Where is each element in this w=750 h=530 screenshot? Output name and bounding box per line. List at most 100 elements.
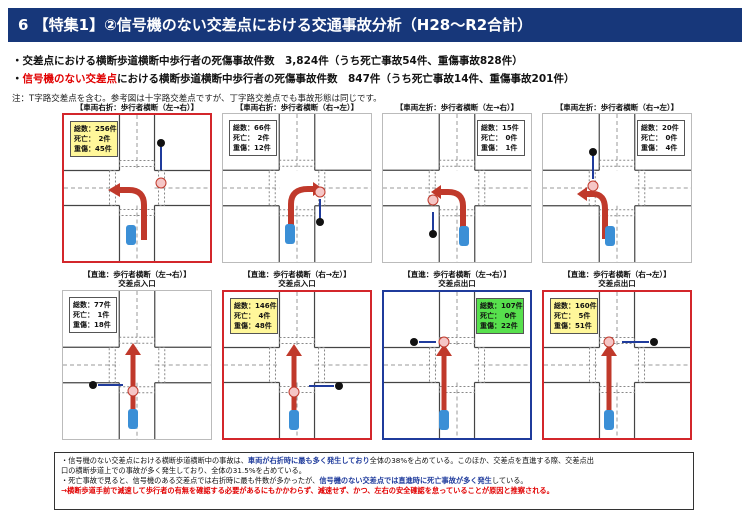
panel-straight-exit-l2r: 【直進：歩行者横断（左→右）】 交差点出口 総数：107件死亡： 0件重傷：22…	[382, 270, 532, 440]
panel-caption: 【車両左折：歩行者横断（左→右）】	[395, 103, 519, 112]
vehicle-car	[289, 410, 299, 430]
intersection-diagram: 総数：77件死亡： 1件重傷：18件	[62, 290, 212, 440]
crosswalk	[598, 209, 636, 217]
panel-left-turn-r2l: 【車両左折：歩行者横断（右→左）】 総数：20件死亡： 0件重傷： 4件	[542, 103, 692, 263]
stat-box: 総数：77件死亡： 1件重傷：18件	[69, 297, 117, 333]
panel-caption: 【直進：歩行者横断（左→右）】	[403, 270, 511, 279]
pedestrian-figure	[316, 218, 324, 226]
stat-box: 総数：160件死亡： 5件重傷：51件	[550, 298, 598, 334]
panel-subcaption: 交差点入口	[278, 279, 316, 288]
stat-line-all-intersections: ・交差点における横断歩道横断中歩行者の死傷事故件数 3,824件（うち死亡事故5…	[12, 55, 523, 67]
stat-line-unsignalized: ・信号機のない交差点における横断歩道横断中歩行者の死傷事故件数 847件（うち死…	[12, 73, 575, 85]
pedestrian-figure	[589, 148, 597, 156]
panel-caption: 【車両左折：歩行者横断（右→左）】	[555, 103, 679, 112]
crosswalk	[478, 169, 486, 207]
pedestrian-figure	[650, 338, 658, 346]
crosswalk	[638, 169, 646, 207]
intersection-diagram: 総数：20件死亡： 0件重傷： 4件	[542, 113, 692, 263]
crosswalk	[268, 346, 276, 384]
panel-subcaption: 交差点出口	[598, 279, 636, 288]
vehicle-path-arrowhead	[108, 183, 120, 197]
intersection-svg	[64, 115, 210, 261]
crosswalk	[118, 386, 156, 394]
pedestrian-figure	[429, 230, 437, 238]
unsignalized-highlight: 信号機のない交差点	[22, 73, 118, 85]
panel-caption: 【直進：歩行者横断（左→右）】	[83, 270, 191, 279]
intersection-diagram: 総数：107件死亡： 0件重傷：22件	[382, 290, 532, 440]
crosswalk	[108, 169, 116, 207]
panel-right-turn-l2r: 【車両右折：歩行者横断（左→右）】 総数：256件死亡： 2件重傷：45件	[62, 103, 212, 263]
panel-right-turn-r2l: 【車両右折：歩行者横断（右→左）】 総数：66件死亡： 2件重傷：12件	[222, 103, 372, 263]
vehicle-path-arrow	[438, 189, 466, 239]
panel-straight-exit-r2l: 【直進：歩行者横断（右→左）】 交差点出口 総数：160件死亡： 5件重傷：51…	[542, 270, 692, 440]
stat-box: 総数：20件死亡： 0件重傷： 4件	[637, 120, 685, 156]
crosswalk	[158, 169, 166, 207]
vehicle-car	[605, 226, 615, 246]
collision-mark	[155, 177, 167, 189]
panel-caption: 【車両右折：歩行者横断（右→左）】	[235, 103, 359, 112]
collision-mark	[127, 385, 139, 397]
vehicle-car	[459, 226, 469, 246]
collision-mark	[288, 386, 300, 398]
crosswalk	[588, 346, 596, 384]
vehicle-path-arrow	[116, 187, 147, 240]
crosswalk	[318, 346, 326, 384]
crosswalk	[438, 159, 476, 167]
summary-box: ・信号機のない交差点における横断歩道横断中の事故は、車両が右折時に最も多く発生し…	[54, 452, 694, 510]
intersection-diagram: 総数：256件死亡： 2件重傷：45件	[62, 113, 212, 263]
crosswalk	[118, 159, 156, 167]
panel-caption: 【直進：歩行者横断（右→左）】	[563, 270, 671, 279]
crosswalk	[438, 336, 476, 344]
vehicle-car	[126, 225, 136, 245]
pedestrian-figure	[335, 382, 343, 390]
vehicle-car	[439, 410, 449, 430]
stat-box: 総数：107件死亡： 0件重傷：22件	[476, 298, 524, 334]
intersection-diagram: 総数：15件死亡： 0件重傷： 1件	[382, 113, 532, 263]
crosswalk	[428, 346, 436, 384]
collision-mark	[314, 186, 326, 198]
stat-box: 総数：256件死亡： 2件重傷：45件	[70, 121, 118, 157]
stat-box: 総数：146件死亡： 4件重傷：48件	[230, 298, 278, 334]
crosswalk	[598, 336, 636, 344]
intersection-svg	[224, 292, 370, 438]
pedestrian-figure	[89, 381, 97, 389]
panel-subcaption: 交差点出口	[438, 279, 476, 288]
intersection-svg	[383, 114, 531, 262]
panel-straight-entry-r2l: 【直進：歩行者横断（右→左）】 交差点入口 総数：146件死亡： 4件重傷：48…	[222, 270, 372, 440]
vehicle-path-arrow	[288, 186, 318, 239]
intersection-svg	[63, 291, 211, 439]
intersection-diagram: 総数：66件死亡： 2件重傷：12件	[222, 113, 372, 263]
intersection-svg	[223, 114, 371, 262]
intersection-svg	[543, 114, 691, 262]
crosswalk	[108, 346, 116, 384]
collision-mark	[587, 180, 599, 192]
vehicle-car	[285, 224, 295, 244]
vehicle-path-arrow	[583, 191, 608, 239]
vehicle-path-arrowhead	[601, 344, 617, 356]
collision-mark	[427, 194, 439, 206]
crosswalk	[278, 336, 316, 344]
crosswalk	[278, 159, 316, 167]
vehicle-path-arrowhead	[286, 344, 302, 356]
stat-box: 総数：66件死亡： 2件重傷：12件	[229, 120, 277, 156]
vehicle-car	[604, 410, 614, 430]
crosswalk	[118, 209, 156, 217]
crosswalk	[118, 336, 156, 344]
crosswalk	[598, 386, 636, 394]
page-title: 6 【特集1】②信号機のない交差点における交通事故分析（H28～R2合計）	[8, 8, 742, 42]
panel-caption: 【車両右折：歩行者横断（左→右）】	[75, 103, 199, 112]
crosswalk	[158, 346, 166, 384]
note-text: 注：T字路交差点を含む。参考図は十字路交差点ですが、丁字路交差点でも事故形態は同…	[12, 94, 382, 104]
crosswalk	[598, 159, 636, 167]
pedestrian-figure	[157, 139, 165, 147]
vehicle-path-arrowhead	[436, 344, 452, 356]
crosswalk	[438, 386, 476, 394]
crosswalk	[478, 346, 486, 384]
panel-subcaption: 交差点入口	[118, 279, 156, 288]
crosswalk	[428, 169, 436, 207]
intersection-svg	[544, 292, 690, 438]
panel-caption: 【直進：歩行者横断（右→左）】	[243, 270, 351, 279]
collision-mark	[438, 336, 450, 348]
intersection-diagram: 総数：160件死亡： 5件重傷：51件	[542, 290, 692, 440]
vehicle-path-arrowhead	[577, 187, 587, 201]
